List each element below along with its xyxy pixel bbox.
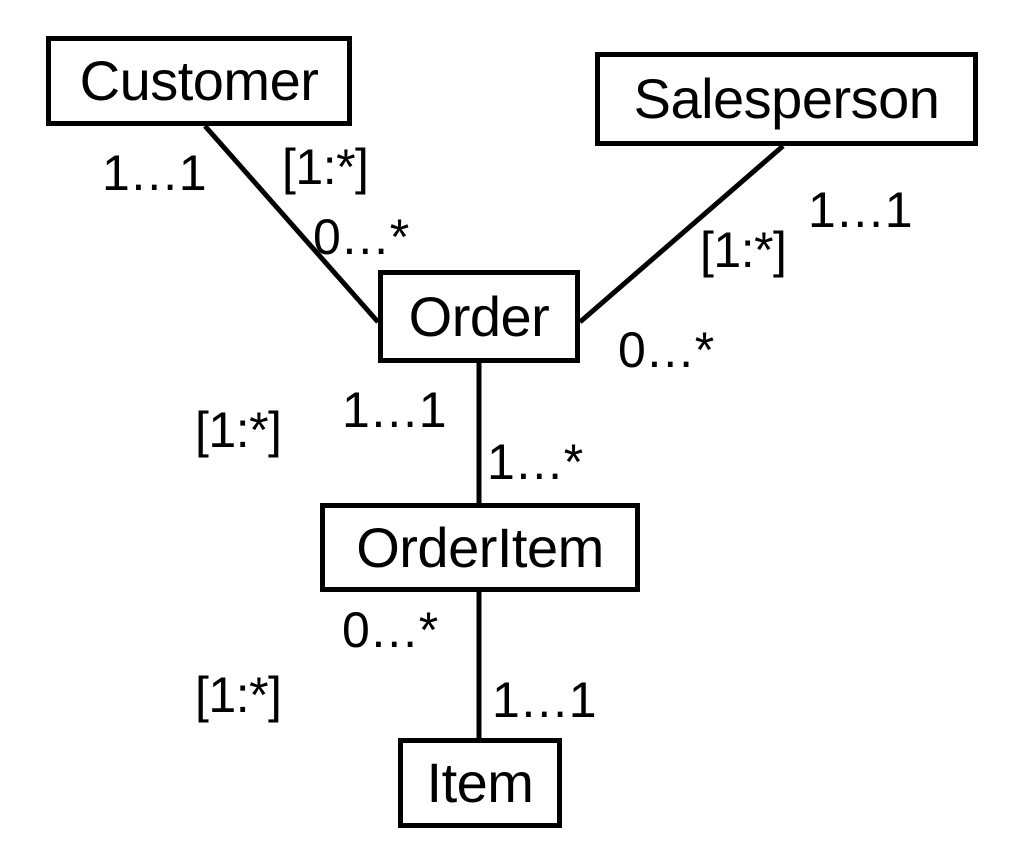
entity-label-order: Order (408, 284, 550, 348)
entity-label-item: Item (426, 751, 534, 814)
entity-label-customer: Customer (79, 49, 319, 112)
multiplicity-label-orderitem-bracket: [1:*] (195, 402, 282, 458)
multiplicity-label-salesperson-bracket: [1:*] (700, 222, 787, 278)
multiplicity-label-item-bracket: [1:*] (195, 667, 282, 723)
entity-box-orderitem[interactable]: OrderItem (320, 503, 640, 592)
multiplicity-label-order-down: 1…1 (342, 382, 447, 438)
entity-box-customer[interactable]: Customer (46, 36, 352, 126)
multiplicity-label-orderitem-down: 0…* (342, 602, 438, 658)
entity-label-orderitem: OrderItem (356, 515, 604, 579)
connection-line-customer-order (203, 124, 380, 324)
multiplicity-label-orderitem-up: 1…* (487, 434, 583, 490)
multiplicity-label-customer-near: 1…1 (102, 145, 207, 201)
connection-line-salesperson-order (578, 144, 785, 324)
entity-box-order[interactable]: Order (378, 270, 580, 363)
multiplicity-label-item-up: 1…1 (492, 672, 597, 728)
multiplicity-label-order-from-salesperson: 0…* (618, 322, 714, 378)
entity-box-item[interactable]: Item (398, 738, 562, 828)
entity-box-salesperson[interactable]: Salesperson (595, 52, 978, 146)
multiplicity-label-order-from-customer: 0…* (313, 209, 409, 265)
multiplicity-label-salesperson-near: 1…1 (808, 182, 913, 238)
multiplicity-label-customer-bracket: [1:*] (282, 139, 369, 195)
entity-label-salesperson: Salesperson (633, 67, 940, 130)
